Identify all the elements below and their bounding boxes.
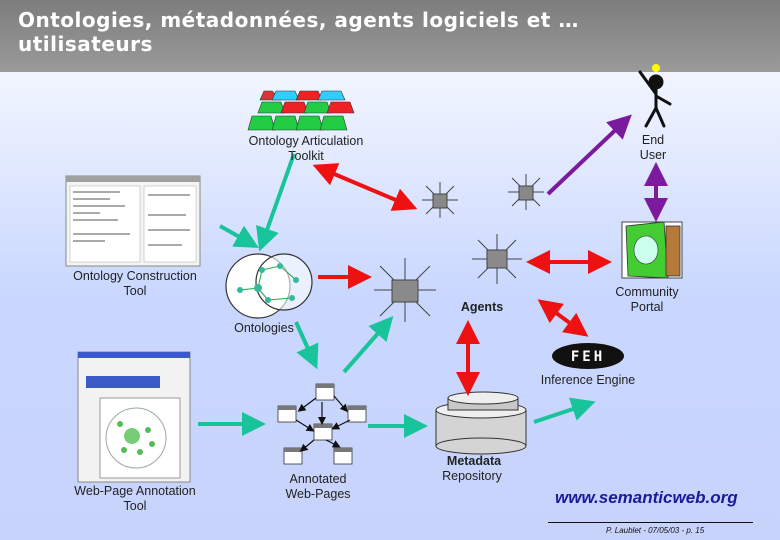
label-annotated-pages: Annotated Web-Pages bbox=[285, 472, 351, 501]
annotated-pages-cluster-icon bbox=[277, 383, 367, 465]
construction-tool-screenshot bbox=[65, 175, 201, 267]
credit-divider bbox=[548, 522, 753, 523]
articulation-toolkit-icon bbox=[247, 90, 355, 131]
label-end-user: End User bbox=[639, 133, 667, 162]
green-arrows bbox=[198, 153, 596, 438]
inference-logo-text: FEH bbox=[571, 349, 605, 365]
label-metadata-title: Metadata bbox=[446, 454, 502, 468]
agent-icon-3 bbox=[472, 234, 522, 284]
label-community-portal: Community Portal bbox=[615, 285, 679, 314]
label-ontologies: Ontologies bbox=[234, 321, 294, 335]
title-bar: Ontologies, métadonnées, agents logiciel… bbox=[0, 0, 780, 72]
annotation-tool-screenshot bbox=[77, 351, 191, 483]
end-user-figure-icon bbox=[638, 64, 672, 128]
label-construction-tool: Ontology Construction Tool bbox=[73, 269, 197, 298]
label-articulation-toolkit: Ontology Articulation Toolkit bbox=[248, 134, 364, 163]
arrow-pages-agents bbox=[342, 315, 394, 374]
arrow-inference-agents bbox=[537, 299, 589, 337]
agent-icon-1 bbox=[422, 182, 458, 218]
inference-engine-logo: FEH bbox=[552, 343, 624, 369]
label-annotation-tool: Web-Page Annotation Tool bbox=[74, 484, 196, 513]
agent-icon-2 bbox=[508, 174, 544, 210]
agent-icon-4 bbox=[374, 258, 436, 322]
label-metadata-repository: Repository bbox=[442, 469, 502, 483]
arrow-toolkit-construction bbox=[256, 153, 296, 252]
website-link[interactable]: www.semanticweb.org bbox=[555, 488, 738, 507]
red-arrows bbox=[312, 163, 612, 396]
ontologies-graph-icon bbox=[225, 253, 313, 319]
arrow-repository-inference bbox=[533, 397, 596, 424]
arrow-ontologies-pages bbox=[294, 321, 319, 370]
slide-title: Ontologies, métadonnées, agents logiciel… bbox=[18, 8, 579, 56]
community-portal-icon bbox=[621, 221, 683, 279]
label-inference-engine: Inference Engine bbox=[540, 373, 636, 387]
arrow-toolkit-agents bbox=[312, 163, 418, 211]
arrow-construction-ontologies bbox=[219, 224, 259, 248]
label-agents: Agents bbox=[460, 300, 504, 314]
arrow-agents-enduser bbox=[546, 114, 632, 196]
purple-arrows bbox=[546, 114, 668, 222]
metadata-repository-cylinder bbox=[435, 391, 527, 455]
slide-credit: P. Laublet - 07/05/03 - p. 15 bbox=[606, 526, 705, 535]
